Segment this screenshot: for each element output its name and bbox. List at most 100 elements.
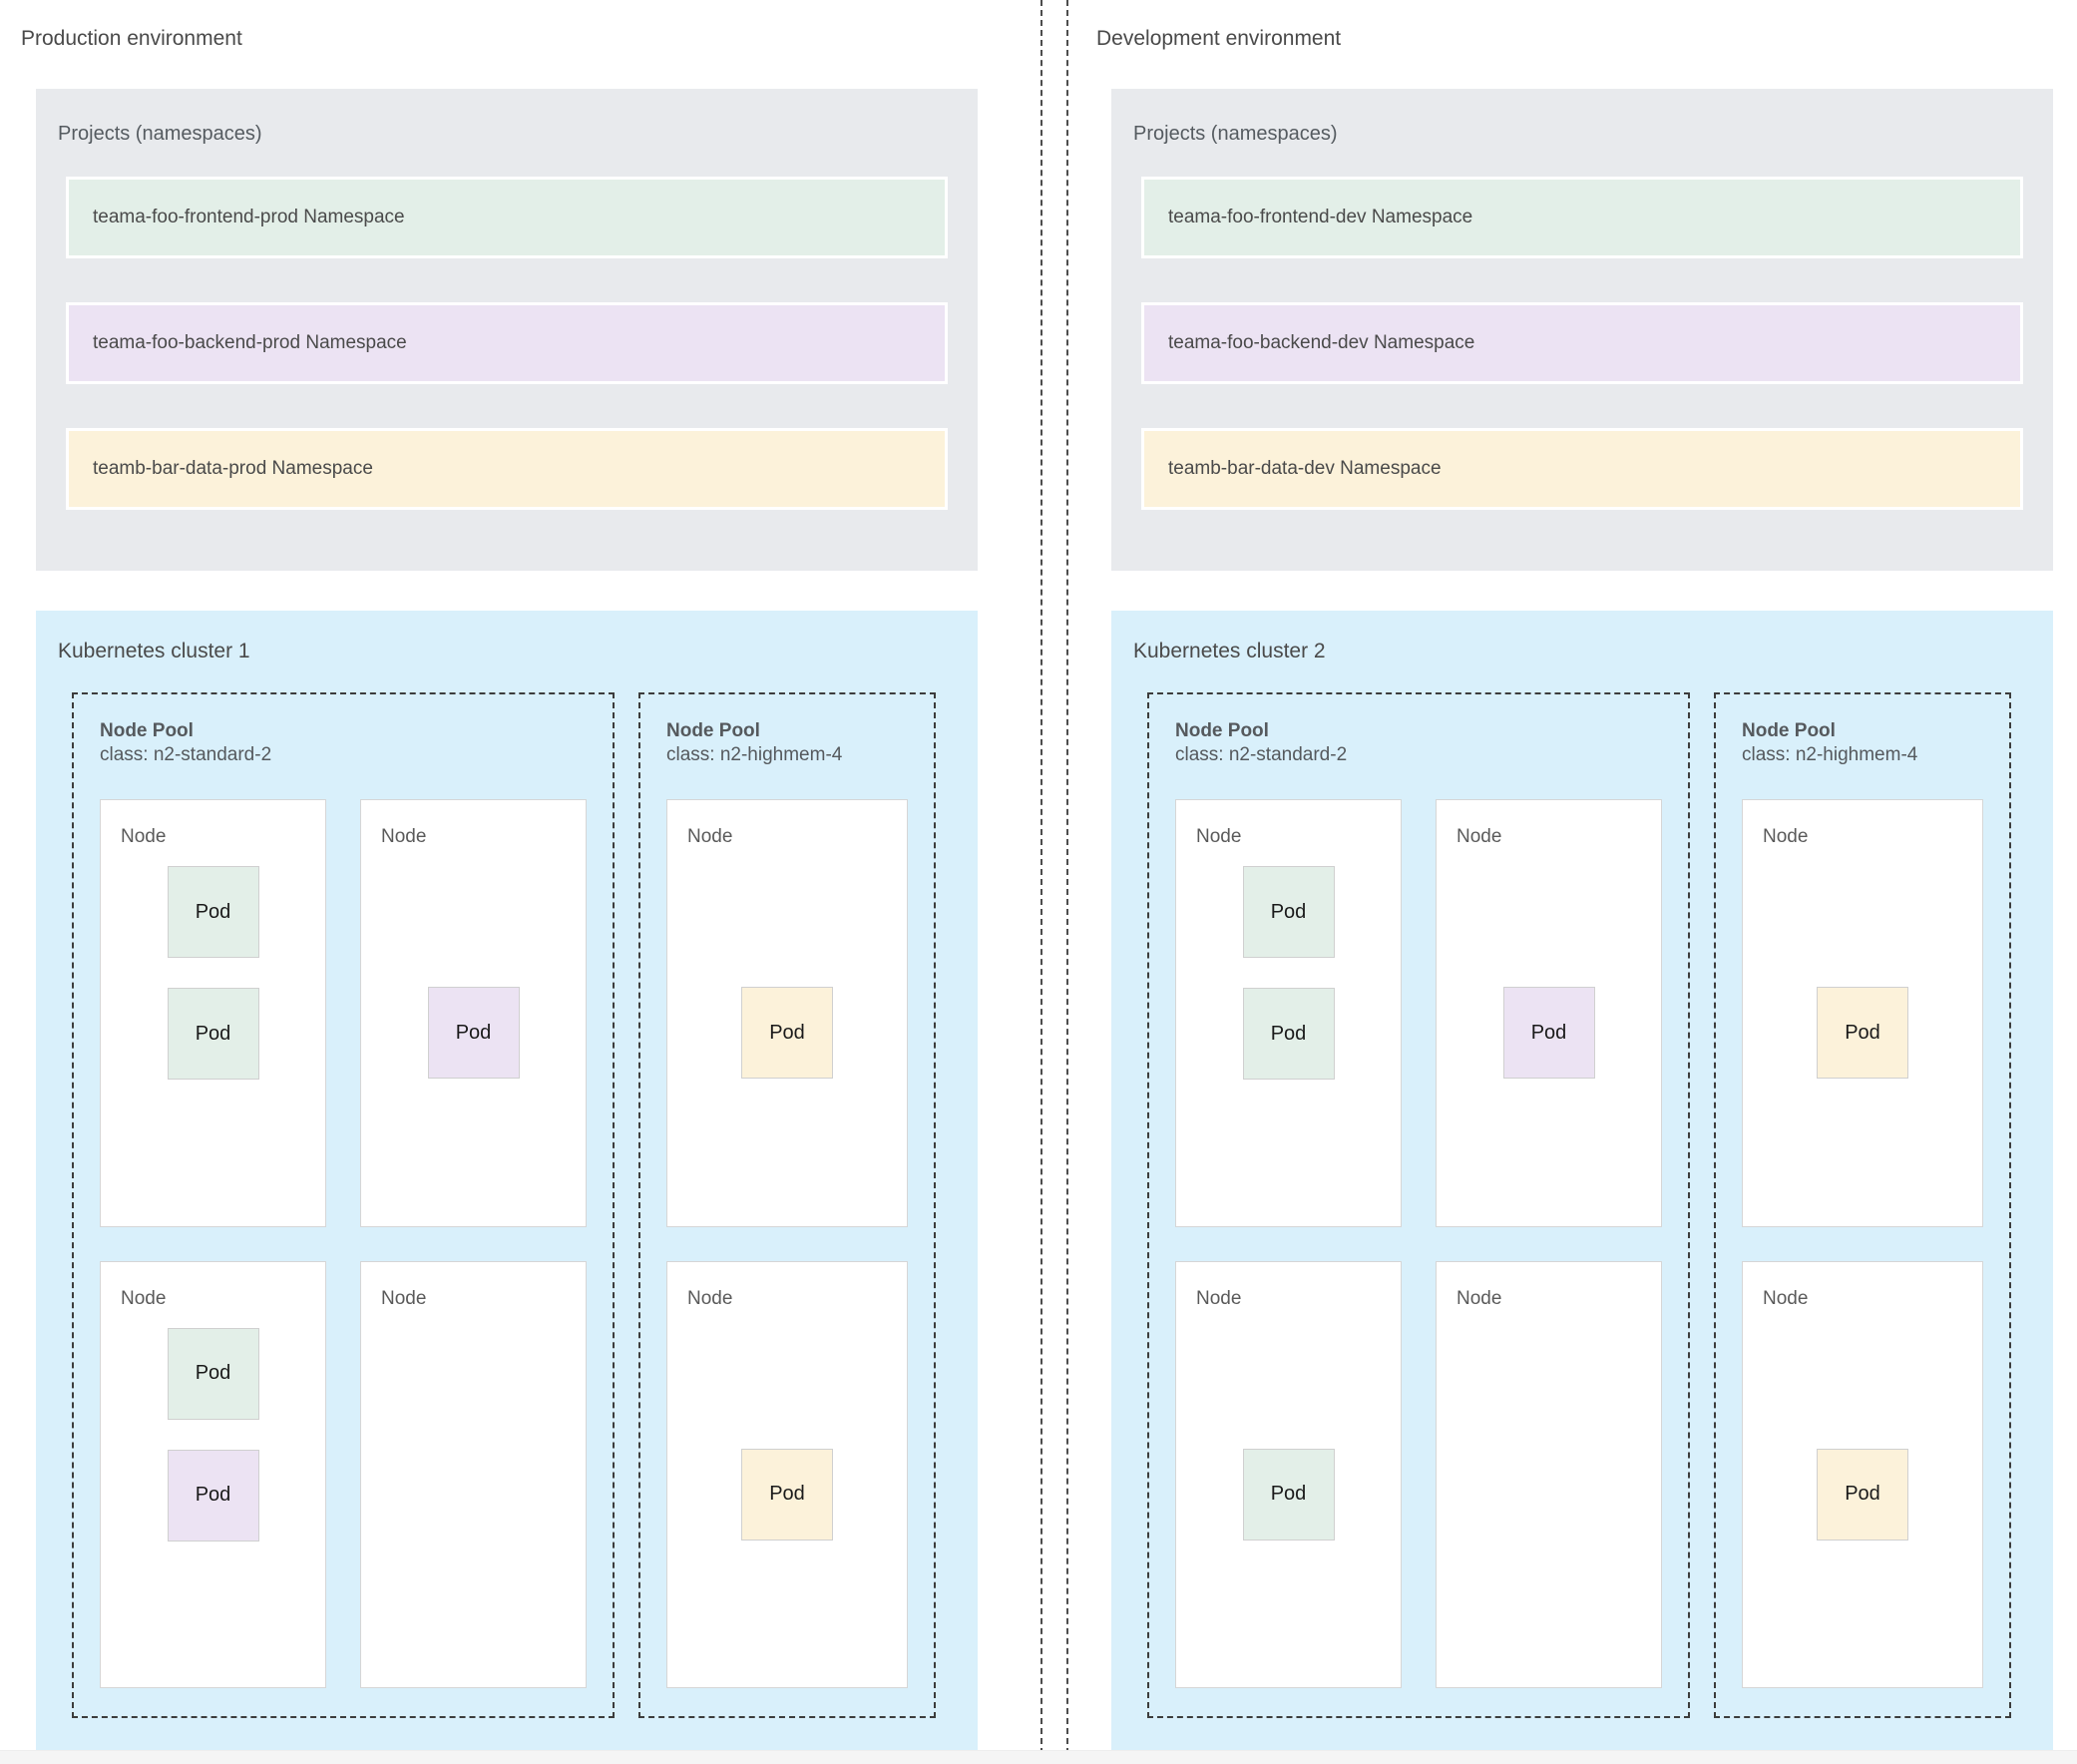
node-label: Node — [121, 826, 167, 847]
pod-list: Pod — [361, 860, 586, 1206]
node-label: Node — [1456, 826, 1502, 847]
node-pool-header: Node Pool class: n2-standard-2 — [100, 719, 271, 768]
pod-list: Pod — [667, 860, 907, 1206]
node-pool-class: class: n2-standard-2 — [100, 744, 272, 766]
pod: Pod — [741, 1448, 833, 1541]
pod: Pod — [741, 987, 833, 1080]
node-label: Node — [1196, 1287, 1242, 1309]
namespace-label: teama-foo-backend-prod Namespace — [93, 332, 407, 353]
pod-list — [361, 1322, 586, 1668]
node: Node — [1436, 1260, 1662, 1688]
projects-panel-production: Projects (namespaces) teama-foo-frontend-… — [36, 89, 978, 571]
node-pool-class: class: n2-standard-2 — [1175, 744, 1348, 766]
projects-panel-development: Projects (namespaces) teama-foo-frontend-… — [1111, 89, 2053, 571]
pod: Pod — [1242, 866, 1335, 958]
namespace-box: teama-foo-frontend-prod Namespace — [66, 177, 948, 258]
node-label: Node — [1196, 826, 1242, 847]
pod-list: Pod — [1743, 860, 1982, 1206]
pod: Pod — [427, 987, 520, 1080]
namespace-box: teama-foo-frontend-dev Namespace — [1141, 177, 2023, 258]
node-pool-header: Node Pool class: n2-highmem-4 — [666, 719, 842, 768]
pod-list: Pod — [1743, 1322, 1982, 1668]
node-label: Node — [687, 826, 733, 847]
environment-divider-right — [1066, 0, 1068, 1764]
pod-list: Pod — [1176, 1322, 1401, 1668]
pod: Pod — [1242, 988, 1335, 1080]
namespace-box: teamb-bar-data-dev Namespace — [1141, 428, 2023, 510]
node-pool-class: class: n2-highmem-4 — [1742, 744, 1918, 766]
cluster-title: Kubernetes cluster 2 — [1133, 640, 1326, 662]
pod: Pod — [1242, 1448, 1335, 1541]
node-pool-class: class: n2-highmem-4 — [666, 744, 843, 766]
pod-list — [1437, 1322, 1661, 1668]
pod: Pod — [1817, 987, 1908, 1080]
node-pool-name: Node Pool — [1175, 720, 1269, 741]
projects-panel-title: Projects (namespaces) — [58, 123, 262, 145]
namespace-label: teamb-bar-data-dev Namespace — [1168, 458, 1442, 479]
pod: Pod — [167, 988, 259, 1080]
environment-divider-left — [1040, 0, 1042, 1764]
environment-title-development: Development environment — [1096, 27, 1342, 50]
namespace-label: teama-foo-frontend-dev Namespace — [1168, 207, 1473, 227]
pod: Pod — [1502, 987, 1595, 1080]
pod: Pod — [167, 866, 259, 958]
pod: Pod — [1817, 1448, 1908, 1541]
pod: Pod — [167, 1327, 259, 1420]
node-pool-header: Node Pool class: n2-highmem-4 — [1742, 719, 1917, 768]
node-label: Node — [381, 826, 427, 847]
namespace-label: teamb-bar-data-prod Namespace — [93, 458, 373, 479]
node-label: Node — [1763, 826, 1809, 847]
cluster-panel-production: Kubernetes cluster 1 Node Pool class: n2-s… — [36, 611, 978, 1751]
node-pool-name: Node Pool — [1742, 720, 1836, 741]
namespace-box: teama-foo-backend-prod Namespace — [66, 302, 948, 384]
node-pool-name: Node Pool — [100, 720, 194, 741]
node: Node — [360, 1260, 587, 1688]
pod-list: Pod — [1437, 860, 1661, 1206]
page-bottom-strip — [0, 1750, 2077, 1764]
node-label: Node — [381, 1287, 427, 1309]
node-label: Node — [1456, 1287, 1502, 1309]
namespace-box: teamb-bar-data-prod Namespace — [66, 428, 948, 510]
cluster-title: Kubernetes cluster 1 — [58, 640, 250, 662]
node-label: Node — [121, 1287, 167, 1309]
pod: Pod — [167, 1449, 259, 1542]
namespace-label: teama-foo-frontend-prod Namespace — [93, 207, 405, 227]
environment-title-production: Production environment — [21, 27, 242, 50]
projects-panel-title: Projects (namespaces) — [1133, 123, 1338, 145]
node-label: Node — [687, 1287, 733, 1309]
pod-list: Pod — [667, 1322, 907, 1668]
node-pool-header: Node Pool class: n2-standard-2 — [1175, 719, 1347, 768]
namespace-box: teama-foo-backend-dev Namespace — [1141, 302, 2023, 384]
namespace-list: teama-foo-frontend-dev Namespace teama-fo… — [1141, 177, 2023, 510]
namespace-list: teama-foo-frontend-prod Namespace teama-f… — [66, 177, 948, 510]
node-pool-name: Node Pool — [666, 720, 760, 741]
